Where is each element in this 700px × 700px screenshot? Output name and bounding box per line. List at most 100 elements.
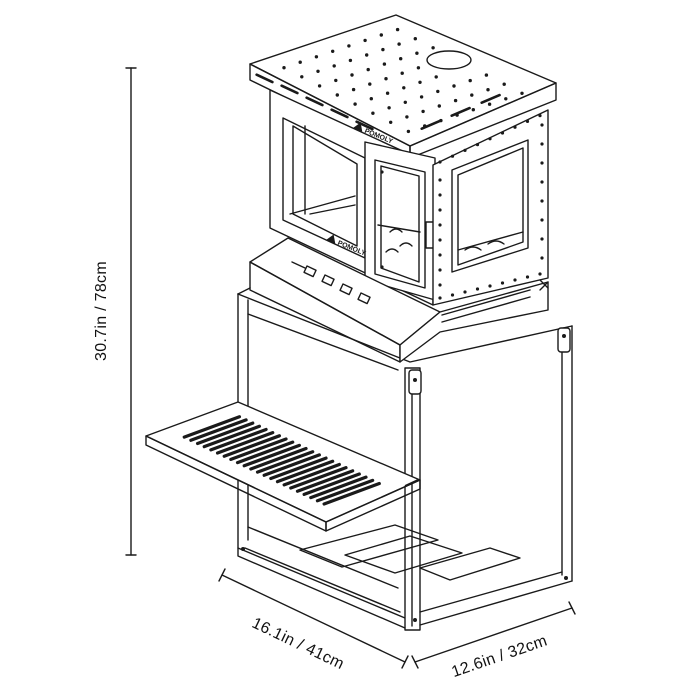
- depth-label: 12.6in / 32cm: [450, 632, 550, 681]
- shelf-slot: [322, 481, 381, 506]
- shelf-slot: [289, 466, 348, 490]
- top-hole: [385, 91, 390, 95]
- top-hole: [389, 120, 393, 125]
- shelf-slot: [182, 415, 242, 439]
- top-hole: [395, 27, 400, 32]
- top-hole: [487, 102, 492, 106]
- shelf-slot: [215, 431, 275, 455]
- top-hole: [431, 46, 435, 50]
- top-hole: [421, 109, 425, 114]
- top-hole: [348, 58, 353, 63]
- shelf-slot: [315, 478, 375, 503]
- top-vent-slots: [255, 73, 501, 131]
- shelf-slot: [189, 418, 248, 442]
- top-hole: [371, 111, 375, 115]
- top-hole: [471, 108, 475, 112]
- side-hole: [513, 278, 517, 282]
- side-hole: [538, 272, 542, 276]
- top-hole: [504, 97, 508, 101]
- side-hole: [438, 223, 442, 227]
- top-hole: [334, 78, 338, 83]
- side-hole: [438, 253, 442, 257]
- top-hole: [400, 71, 404, 75]
- shelf-slot: [209, 427, 268, 452]
- top-hole: [402, 86, 406, 90]
- side-shelf: [145, 401, 421, 532]
- height-dimension: 30.7in / 78cm: [93, 67, 137, 556]
- control-slots: [291, 261, 371, 305]
- top-hole: [419, 95, 424, 99]
- top-hole: [332, 64, 336, 68]
- shelf-slot: [302, 472, 361, 496]
- shelf-slot: [255, 450, 315, 474]
- top-hole: [405, 115, 409, 119]
- top-hole: [468, 78, 472, 83]
- top-hole: [436, 89, 440, 94]
- top-hole: [387, 106, 391, 110]
- top-hole: [486, 88, 490, 92]
- shelf-slot: [269, 456, 328, 481]
- top-hole: [502, 82, 506, 86]
- top-hole: [282, 66, 286, 70]
- depth-dimension: 12.6in / 32cm: [411, 601, 576, 681]
- top-hole: [382, 62, 387, 66]
- shelf-slot: [275, 459, 335, 484]
- shelf-slot: [202, 424, 262, 449]
- shelf-slot: [295, 469, 355, 493]
- top-hole: [365, 53, 369, 57]
- top-hole: [399, 57, 403, 61]
- side-hole: [540, 218, 544, 222]
- side-hole: [540, 199, 544, 203]
- side-hole: [450, 293, 455, 297]
- shelf-slot: [282, 462, 341, 487]
- top-hole: [397, 42, 401, 46]
- side-hole: [438, 283, 442, 287]
- side-hole: [540, 142, 544, 146]
- top-hole: [415, 51, 419, 55]
- top-hole: [314, 55, 319, 59]
- top-hole: [403, 100, 407, 105]
- side-hole: [438, 238, 442, 242]
- side-hole: [525, 275, 530, 279]
- top-hole: [353, 102, 357, 106]
- top-hole: [369, 97, 373, 101]
- top-hole: [300, 75, 304, 79]
- top-hole: [381, 47, 385, 52]
- side-hole: [438, 178, 442, 182]
- side-hole: [525, 119, 530, 123]
- shelf-slot: [242, 443, 301, 468]
- shelf-slot: [262, 453, 321, 477]
- stand-frame: [237, 287, 573, 631]
- top-hole: [418, 80, 422, 85]
- top-hole: [406, 129, 411, 134]
- shelf-slot: [229, 437, 288, 461]
- side-hole: [540, 256, 544, 260]
- side-hole: [500, 281, 505, 285]
- top-hole: [470, 93, 474, 97]
- side-hole: [538, 114, 542, 118]
- shelf-slot: [309, 475, 368, 500]
- top-hole: [452, 84, 456, 88]
- top-hole: [335, 93, 339, 97]
- width-dimension: 16.1in / 41cm: [218, 568, 409, 673]
- top-hole: [351, 87, 356, 92]
- side-hole: [438, 296, 442, 300]
- side-hole: [540, 161, 544, 165]
- shelf-slots: [182, 415, 381, 506]
- side-panel-holes: [438, 114, 544, 300]
- chimney-hole: [426, 50, 472, 70]
- top-hole: [434, 75, 438, 79]
- side-hole: [475, 143, 480, 147]
- side-hole: [438, 193, 442, 197]
- side-hole: [513, 125, 517, 129]
- side-hole: [438, 268, 442, 272]
- top-hole: [520, 91, 524, 96]
- side-hole: [540, 180, 544, 184]
- shelf-slot: [235, 440, 295, 465]
- shelf-slot: [195, 421, 255, 446]
- side-hole: [475, 287, 480, 291]
- side-hole: [463, 148, 467, 152]
- stove-body: POMOLY POMOLY: [249, 14, 557, 363]
- top-hole: [347, 44, 351, 48]
